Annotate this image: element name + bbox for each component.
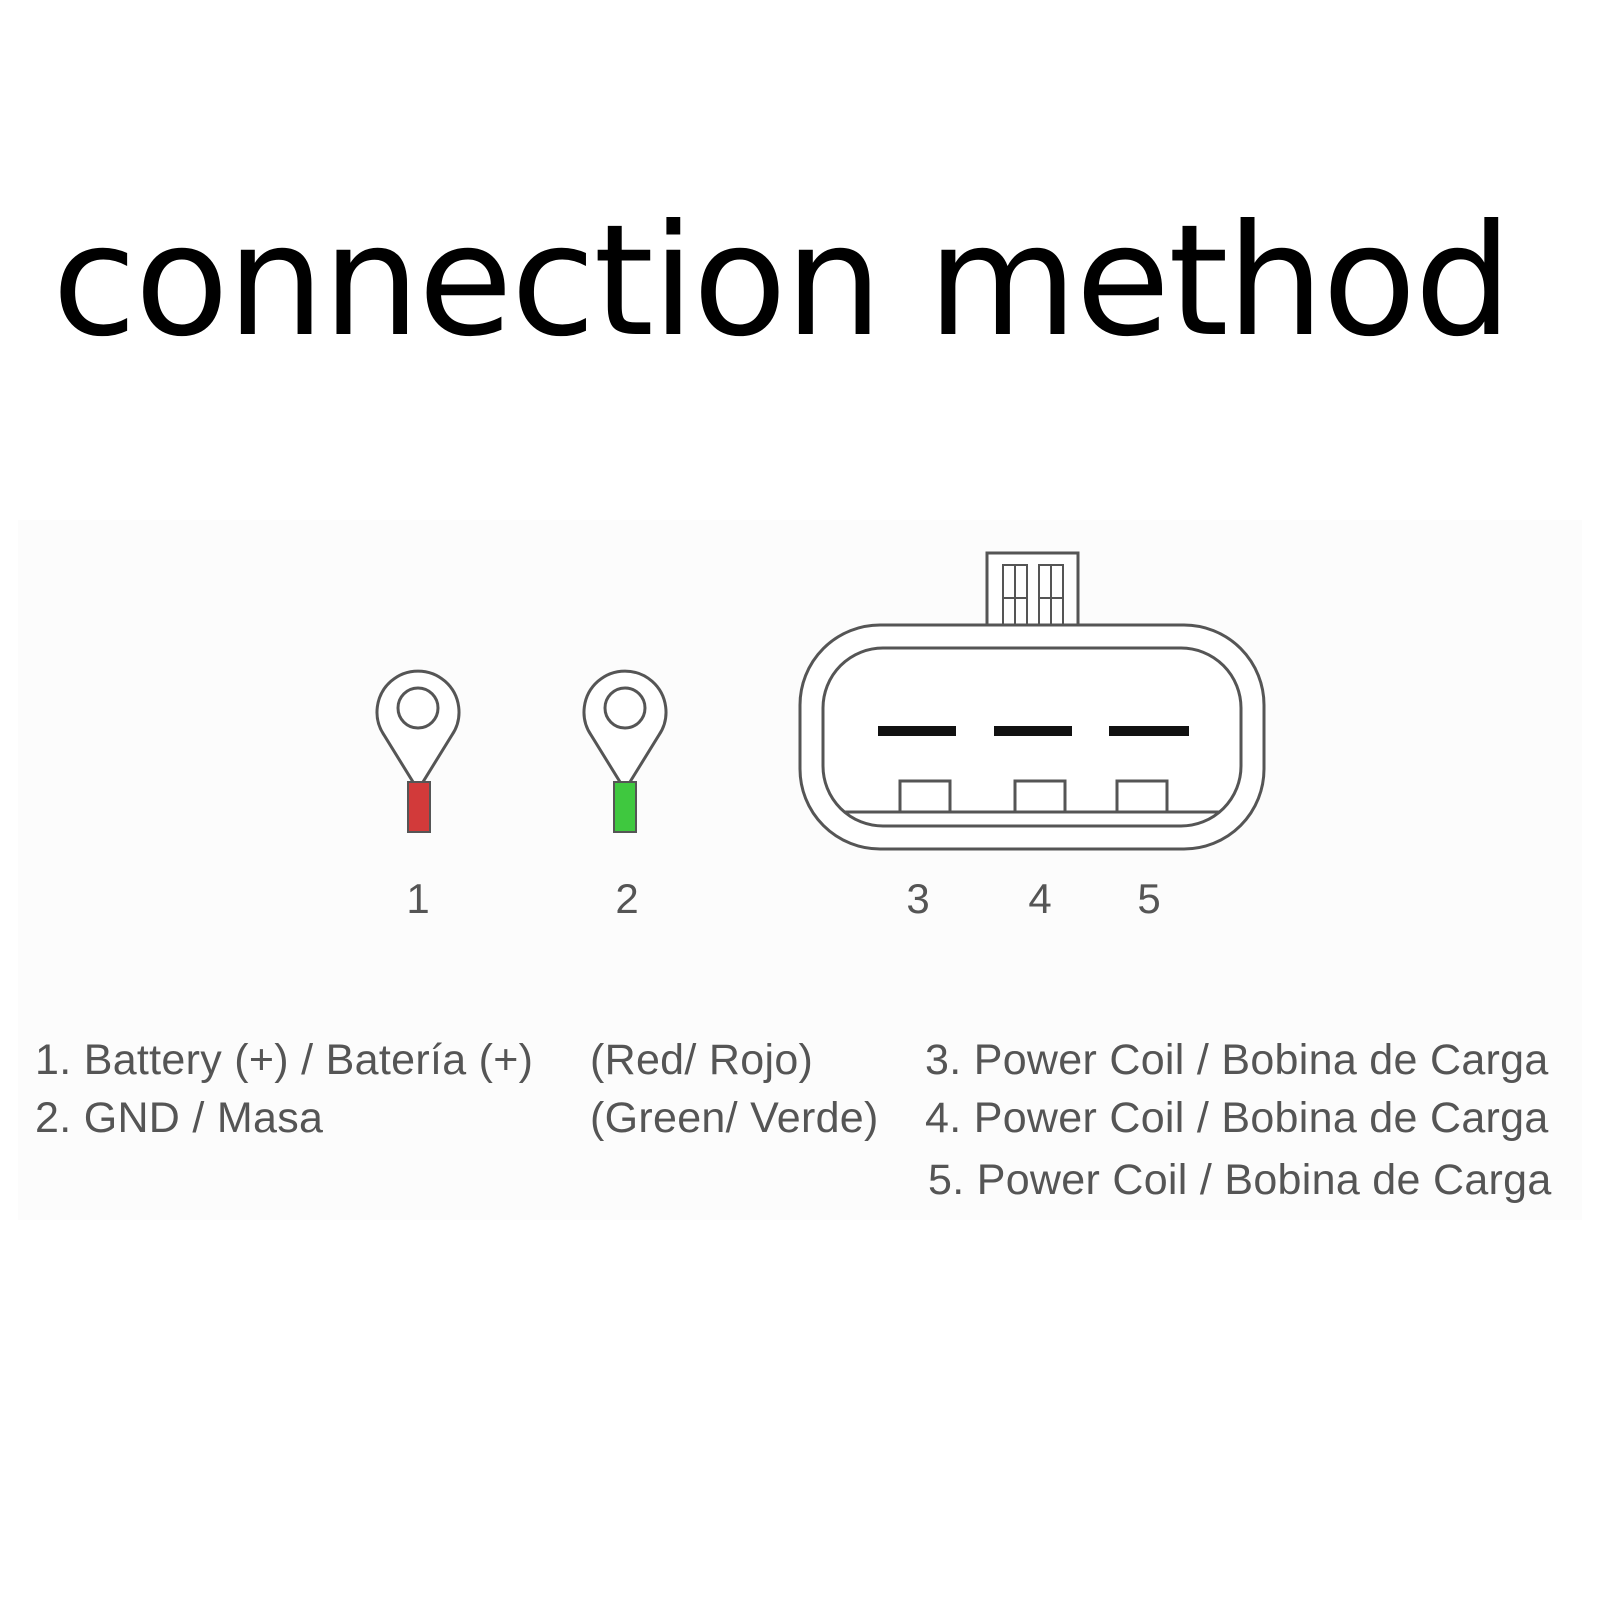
- pin-number-3: 3: [906, 875, 930, 922]
- legend-pin-3: 3. Power Coil / Bobina de Carga: [925, 1036, 1549, 1084]
- pin-number-1: 1: [406, 875, 430, 922]
- diagram-area: [18, 520, 1582, 1220]
- legend-pin-2: 2. GND / Masa: [35, 1094, 324, 1142]
- legend-pin-4: 4. Power Coil / Bobina de Carga: [925, 1094, 1549, 1142]
- legend-color-2: (Green/ Verde): [590, 1094, 879, 1142]
- green-wire: [613, 781, 637, 833]
- legend-pin-1: 1. Battery (+) / Batería (+): [35, 1036, 534, 1084]
- red-wire: [407, 781, 431, 833]
- connector-latch: [985, 551, 1080, 628]
- key-notch-5: [1115, 779, 1169, 812]
- connector-housing-inner: [821, 646, 1243, 828]
- page-title: connection method: [52, 192, 1512, 371]
- pin-blade-3: [878, 726, 956, 736]
- three-pin-connector: [798, 551, 1266, 851]
- pin-number-2: 2: [615, 875, 639, 922]
- pin-blade-4: [994, 726, 1072, 736]
- legend-color-1: (Red/ Rojo): [590, 1036, 814, 1084]
- pin-number-4: 4: [1028, 875, 1052, 922]
- ring-terminal-1: [375, 669, 461, 833]
- legend-pin-5: 5. Power Coil / Bobina de Carga: [928, 1156, 1552, 1204]
- key-notch-4: [1013, 779, 1067, 812]
- ring-terminal-2: [582, 669, 668, 833]
- key-notch-3: [898, 779, 952, 812]
- pin-number-5: 5: [1137, 875, 1161, 922]
- pin-blade-5: [1109, 726, 1189, 736]
